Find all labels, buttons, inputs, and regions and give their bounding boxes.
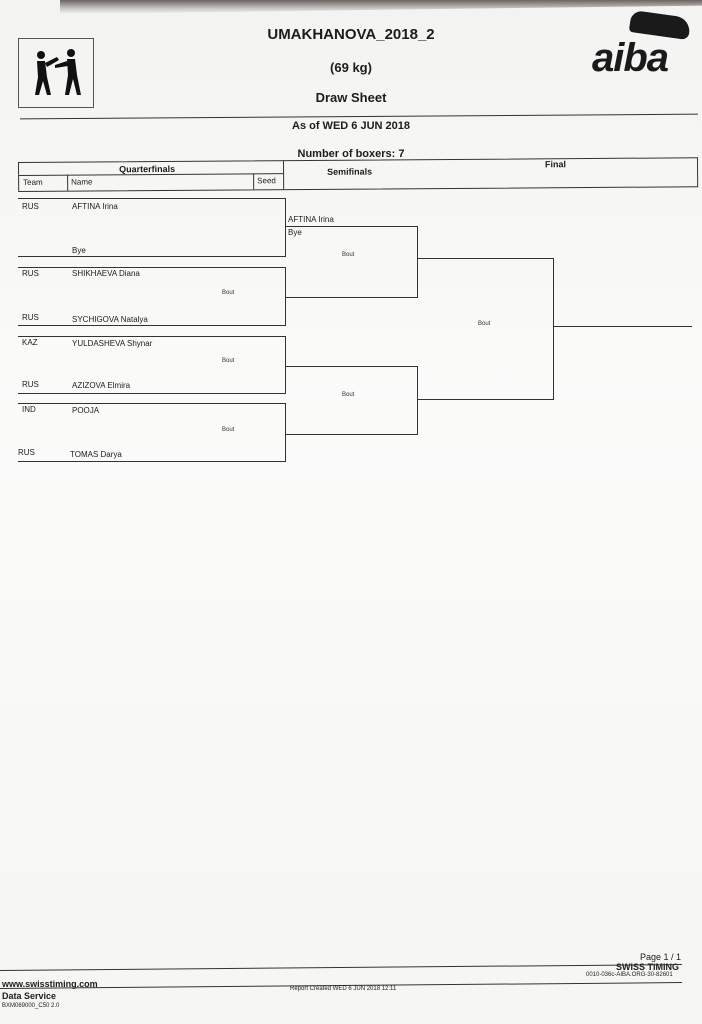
bout-label: Bout — [342, 392, 355, 398]
team-code: RUS — [22, 269, 39, 278]
seed-col-header: Seed — [257, 176, 276, 186]
final-header: Final — [544, 159, 567, 170]
boxer-name: AZIZOVA Elmira — [72, 381, 131, 390]
boxer-name: TOMAS Darya — [70, 450, 122, 459]
event-title: UMAKHANOVA_2018_2 — [267, 26, 435, 43]
bout-label: Bout — [222, 358, 235, 364]
boxer-name: AFTINA Irina — [72, 202, 118, 211]
boxer-count: Number of boxers: 7 — [297, 148, 405, 160]
team-col-header: Team — [23, 177, 43, 187]
boxer-name: YULDASHEVA Shynar — [72, 339, 153, 348]
semifinal-name: Bye — [288, 228, 302, 237]
bout-label: Bout — [222, 290, 235, 296]
aiba-logo: aiba — [584, 9, 702, 92]
data-service-label: Data Service — [2, 991, 57, 1001]
team-code: RUS — [22, 313, 39, 322]
team-code: RUS — [18, 448, 35, 457]
quarterfinals-header: Quarterfinals — [119, 163, 176, 175]
boxer-name: POOJA — [72, 406, 100, 415]
weight-class: (69 kg) — [330, 60, 372, 75]
document-code: 0010-036c-AIBA.ORG-30-82601 — [586, 972, 673, 978]
name-col-header: Name — [71, 177, 93, 187]
rounds-header: Quarterfinals Semifinals Final Team Name… — [18, 157, 699, 192]
team-code: IND — [22, 405, 36, 414]
page-number: Page 1 / 1 — [640, 952, 682, 962]
report-created: Report Created WED 6 JUN 2018 12:11 — [290, 986, 397, 992]
boxer-name: SYCHIGOVA Natalya — [72, 315, 148, 324]
boxers-logo — [18, 38, 94, 108]
version-code: BXM069000_C50 2.0 — [2, 1003, 60, 1009]
website-link[interactable]: www.swisstiming.com — [2, 979, 98, 989]
team-code: KAZ — [22, 338, 38, 347]
brand-name: SWISS TIMING — [616, 962, 679, 972]
header-rule — [20, 113, 698, 120]
aiba-logo-text: aiba — [592, 36, 669, 80]
as-of-date: As of WED 6 JUN 2018 — [292, 120, 410, 132]
semifinals-header: Semifinals — [327, 166, 373, 177]
team-code: RUS — [22, 380, 39, 389]
boxer-name: SHIKHAEVA Diana — [72, 269, 140, 278]
bout-label: Bout — [478, 321, 491, 327]
sheet-title: Draw Sheet — [315, 90, 387, 105]
semifinal-name: AFTINA Irina — [288, 215, 334, 224]
boxer-name: Bye — [72, 246, 86, 255]
bout-label: Bout — [222, 427, 235, 433]
team-code: RUS — [22, 202, 39, 211]
bout-label: Bout — [342, 252, 355, 258]
